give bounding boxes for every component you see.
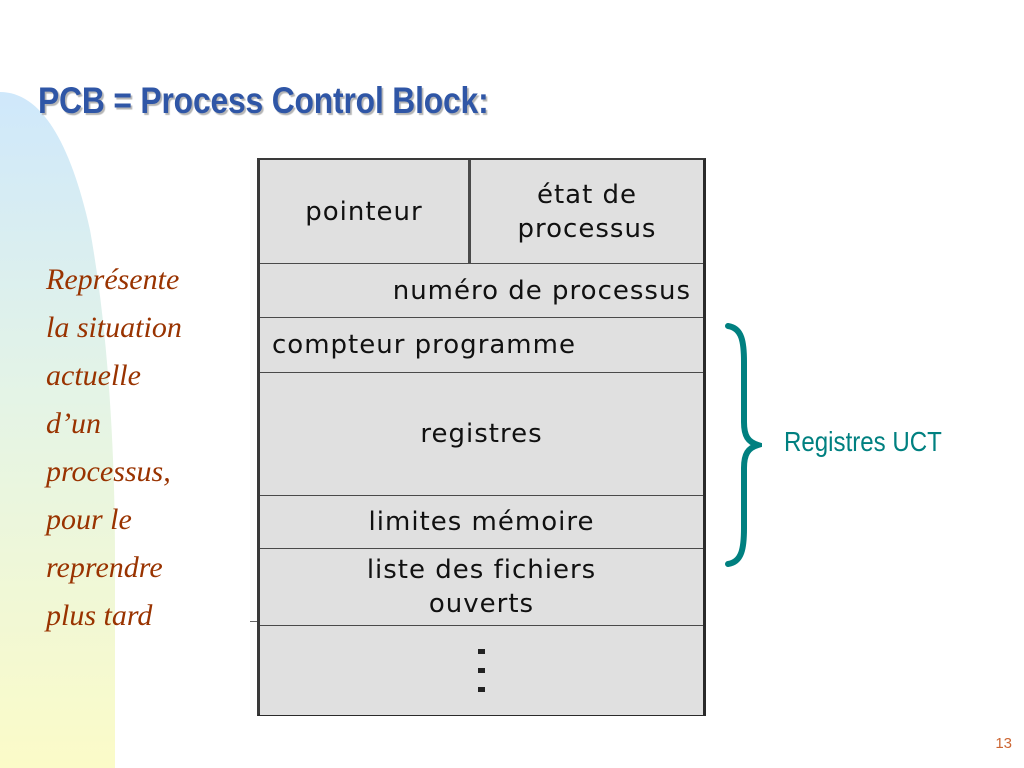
page-number: 13 <box>995 735 1012 752</box>
pcb-row-program-counter: compteur programme <box>260 318 703 375</box>
process-state-line2: processus <box>517 213 657 244</box>
description-line: Représente <box>46 263 180 296</box>
description-line: d’un <box>46 407 101 440</box>
description-line: la situation <box>46 311 182 344</box>
pcb-row-registers: registres <box>260 373 703 498</box>
description-line: reprendre <box>46 551 163 584</box>
right-curly-brace <box>725 323 762 567</box>
ellipsis-dot <box>478 687 485 692</box>
open-files-line2: ouverts <box>428 589 535 619</box>
open-files-line1: liste des fichiers <box>366 555 597 585</box>
process-state-line1: état de <box>536 179 638 210</box>
pcb-row-memory-limits: limites mémoire <box>260 496 703 551</box>
pcb-description: Représente la situation actuelle d’un pr… <box>46 256 246 640</box>
description-line: actuelle <box>46 359 141 392</box>
ellipsis-dot <box>478 668 485 673</box>
slide-title: PCB = Process Control Block: <box>38 80 489 121</box>
pcb-cell-pointer: pointeur <box>260 160 471 263</box>
pcb-row-open-files: liste des fichiers ouverts <box>260 549 703 628</box>
pcb-cell-process-state: état de processus <box>471 160 703 263</box>
divider-tick <box>250 621 258 622</box>
pcb-row-ellipsis <box>260 626 703 715</box>
pcb-row-pointer-state: pointeur état de processus <box>260 160 703 266</box>
description-line: pour le <box>46 503 132 536</box>
ellipsis-dot <box>478 649 485 654</box>
description-line: processus, <box>46 455 171 488</box>
pcb-diagram: pointeur état de processus numéro de pro… <box>257 158 706 716</box>
pcb-row-process-number: numéro de processus <box>260 264 703 320</box>
description-line: plus tard <box>46 599 153 632</box>
brace-label: Registres UCT <box>784 426 942 457</box>
